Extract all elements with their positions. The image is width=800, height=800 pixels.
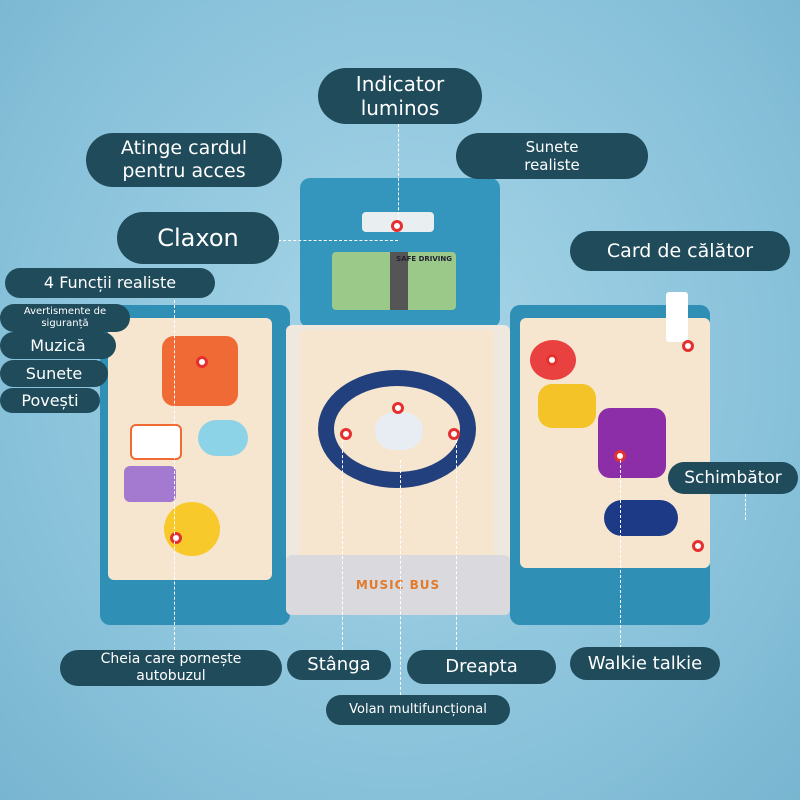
- horn-dot: [546, 354, 558, 366]
- road: [390, 252, 408, 310]
- key-dot: [170, 532, 182, 544]
- label-sounds: Sunete: [0, 360, 108, 387]
- ignition-key[interactable]: [164, 502, 220, 556]
- label-key: Cheia care pornește autobuzul: [60, 650, 282, 686]
- label-steering: Volan multifuncțional: [326, 695, 510, 725]
- wheel-center[interactable]: [375, 412, 423, 450]
- phone[interactable]: [598, 408, 666, 478]
- label-four-functions: 4 Funcții realiste: [5, 268, 215, 298]
- label-left: Stânga: [287, 650, 391, 680]
- leader-line: [174, 300, 175, 650]
- leader-line: [398, 124, 399, 220]
- sound-button[interactable]: [124, 466, 176, 502]
- label-indicator: Indicator luminos: [318, 68, 482, 124]
- label-card-access: Atinge cardul pentru acces: [86, 133, 282, 187]
- driving-screen: SAFE DRIVING: [332, 252, 456, 310]
- card-slot-dot: [682, 340, 694, 352]
- music-button[interactable]: [198, 420, 248, 456]
- left-dot: [340, 428, 352, 440]
- label-music: Muzică: [0, 332, 116, 359]
- label-travel-card: Card de călător: [570, 231, 790, 271]
- wheel-dot: [392, 402, 404, 414]
- label-walkie: Walkie talkie: [570, 647, 720, 680]
- label-safety-warning: Avertismente de siguranță: [0, 304, 130, 332]
- gear-shifter[interactable]: [604, 500, 678, 536]
- screen-title: SAFE DRIVING: [396, 255, 452, 263]
- leader-line: [620, 460, 621, 648]
- leader-line: [400, 460, 401, 700]
- label-right: Dreapta: [407, 650, 556, 684]
- travel-card[interactable]: [666, 292, 688, 342]
- walkie-talkie-base[interactable]: [538, 384, 596, 428]
- brand-plate: MUSIC BUS: [286, 555, 510, 615]
- label-realistic-sounds: Sunete realiste: [456, 133, 648, 179]
- leader-line: [278, 240, 398, 241]
- leader-line: [342, 440, 343, 650]
- card-dot: [196, 356, 208, 368]
- story-button[interactable]: [130, 424, 182, 460]
- label-shifter: Schimbător: [668, 462, 798, 494]
- right-dot: [448, 428, 460, 440]
- label-horn: Claxon: [117, 212, 279, 264]
- brand-text: MUSIC BUS: [355, 578, 441, 592]
- shifter-dot: [692, 540, 704, 552]
- label-stories: Povești: [0, 388, 100, 413]
- indicator-dot: [391, 220, 403, 232]
- leader-line: [745, 494, 746, 520]
- leader-line: [456, 440, 457, 650]
